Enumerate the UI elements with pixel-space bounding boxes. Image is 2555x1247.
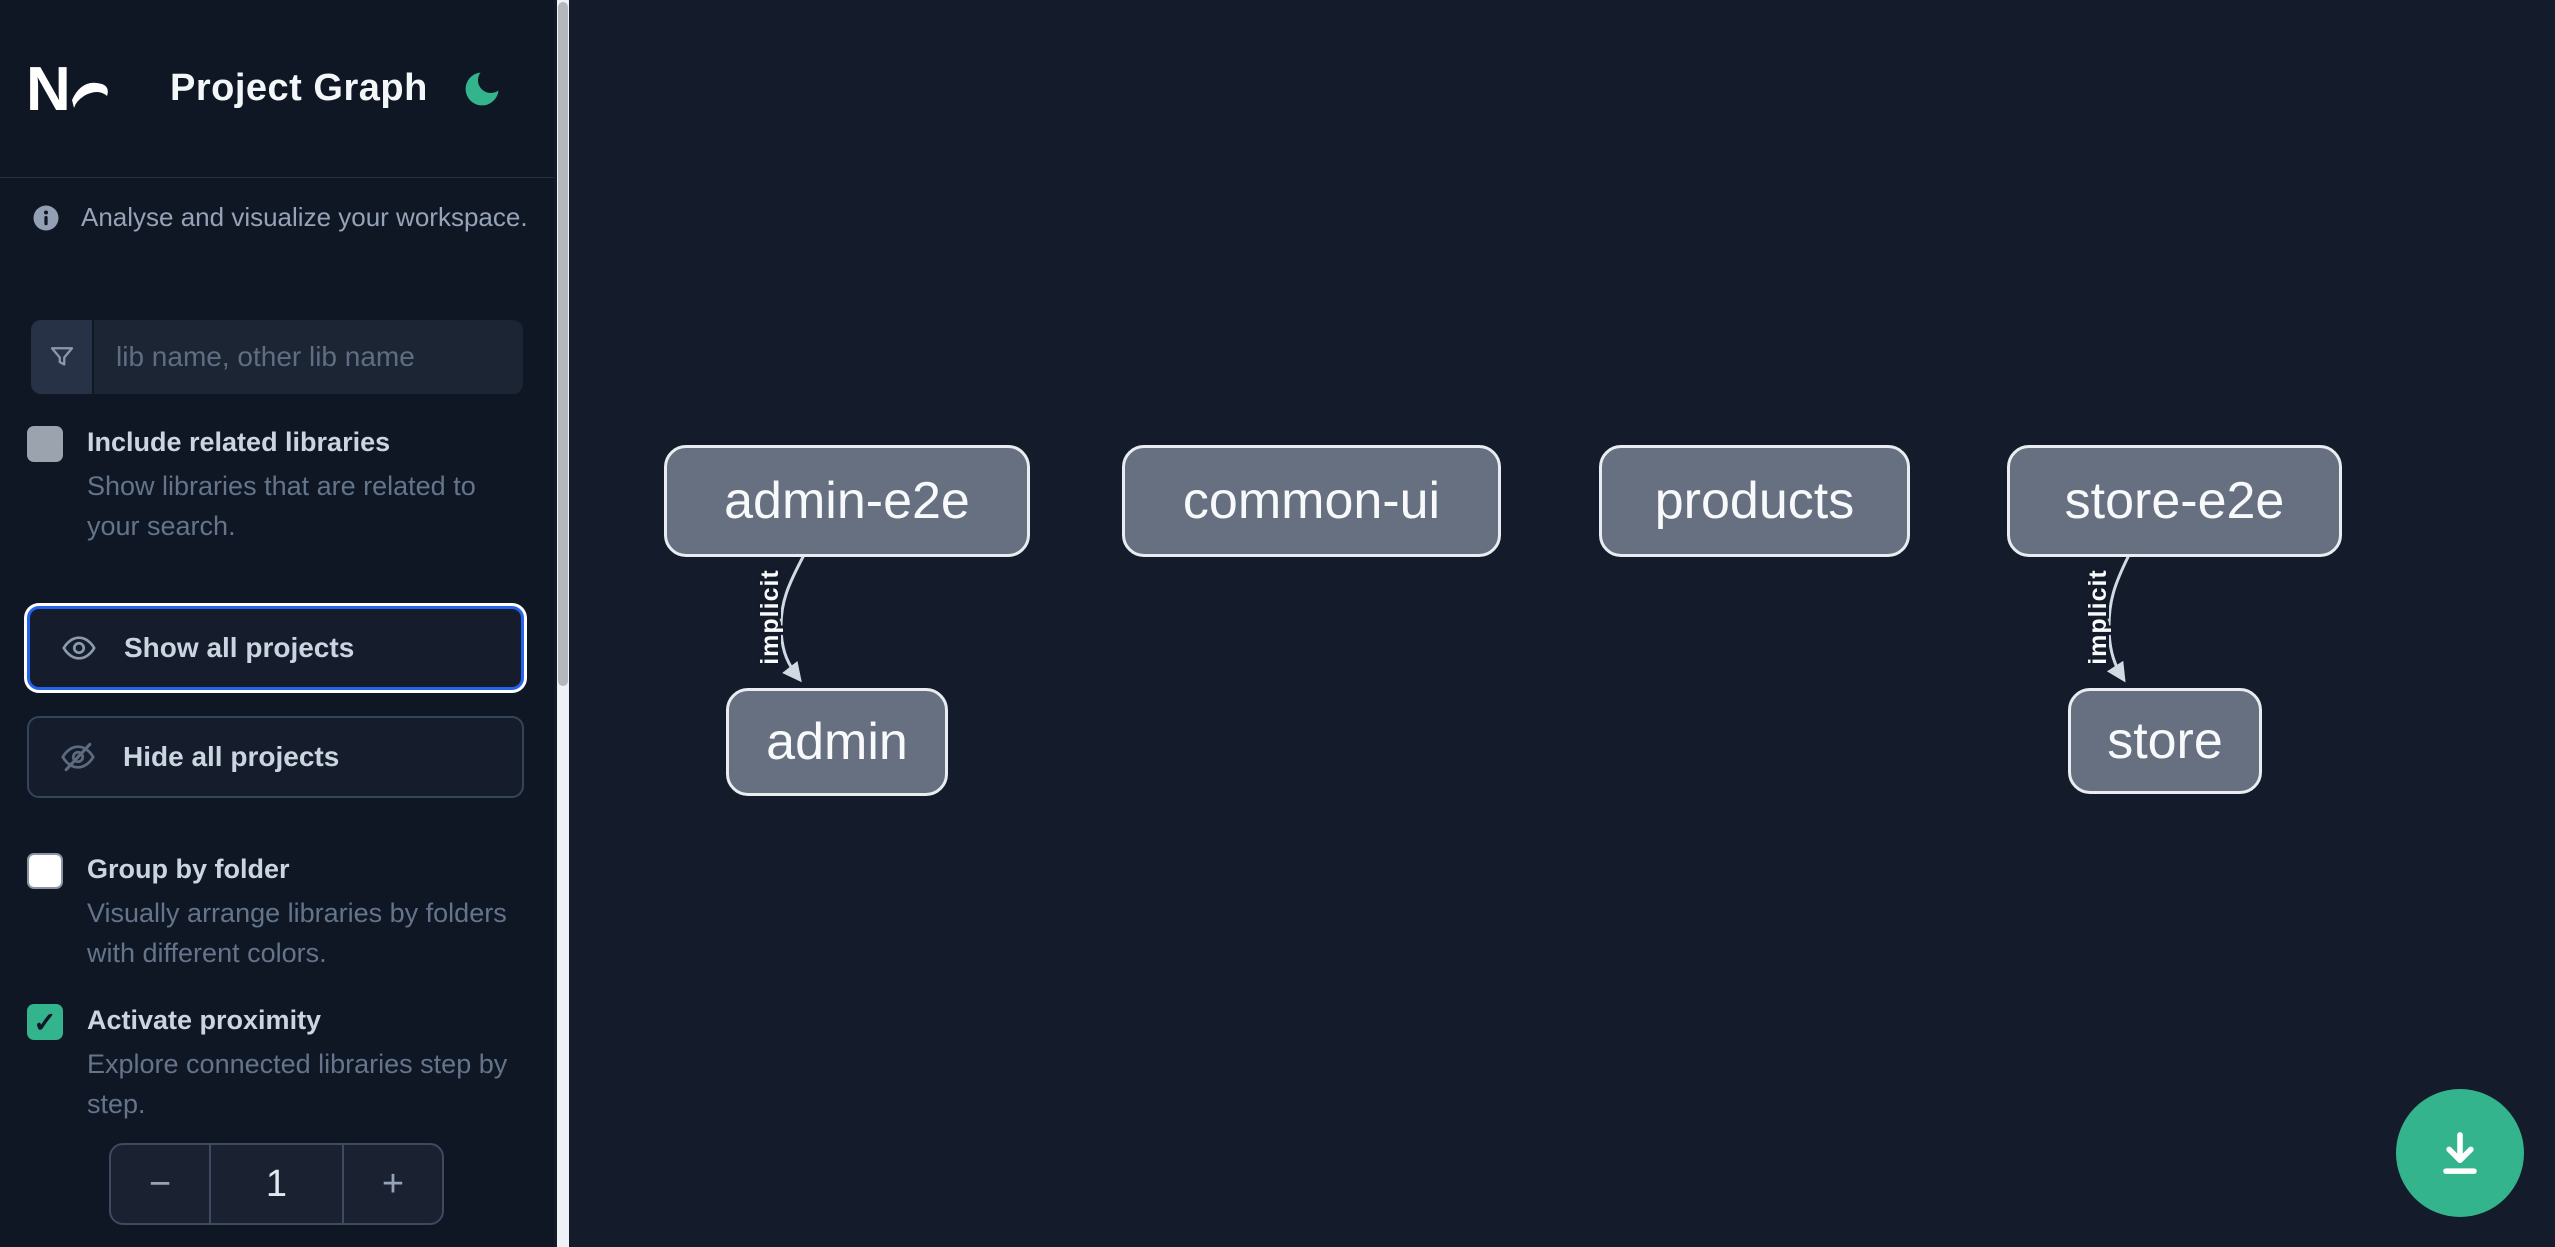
project-node-admin[interactable]: admin [726,688,948,796]
tagline-text: Analyse and visualize your workspace. [81,202,528,232]
activate-proximity-row: ✓ Activate proximity Explore connected l… [27,1002,527,1124]
sidebar-header: N Project Graph [0,0,554,178]
project-node-products[interactable]: products [1599,445,1910,557]
group-by-folder-label: Group by folder [87,854,290,884]
project-node-admin-e2e[interactable]: admin-e2e [664,445,1030,557]
activate-proximity-description: Explore connected libraries step by step… [87,1049,508,1119]
download-icon [2443,1132,2477,1174]
project-node-store[interactable]: store [2068,688,2262,794]
tagline-row: Analyse and visualize your workspace. [31,202,528,233]
activate-proximity-checkbox[interactable]: ✓ [27,1004,63,1040]
filter-icon-segment [31,320,94,394]
theme-toggle-button[interactable] [460,67,504,111]
group-by-folder-description: Visually arrange libraries by folders wi… [87,898,507,968]
search-input[interactable] [94,320,523,394]
page-title: Project Graph [170,67,428,109]
proximity-value[interactable]: 1 [209,1145,344,1223]
activate-proximity-label: Activate proximity [87,1005,322,1035]
include-related-description: Show libraries that are related to your … [87,471,476,541]
include-related-label: Include related libraries [87,427,391,457]
hide-all-projects-button[interactable]: Hide all projects [27,716,524,798]
search-box [31,320,523,394]
hide-all-projects-label: Hide all projects [123,741,340,772]
graph-canvas[interactable] [569,0,2555,1247]
show-all-projects-label: Show all projects [124,632,355,663]
funnel-icon [50,347,73,366]
nx-logo-icon: N [26,58,108,120]
download-graph-button[interactable] [2396,1089,2524,1217]
proximity-increase-button[interactable]: + [344,1145,442,1223]
sidebar-scrollbar-thumb[interactable] [558,2,568,686]
include-related-checkbox[interactable] [27,426,63,462]
sidebar: N Project Graph Analyse and visualize yo… [0,0,554,1247]
eye-icon [62,636,96,660]
include-related-row: Include related libraries Show libraries… [27,424,527,546]
group-by-folder-checkbox[interactable] [27,853,63,889]
show-all-projects-button[interactable]: Show all projects [27,606,524,690]
project-node-store-e2e[interactable]: store-e2e [2007,445,2342,557]
proximity-decrease-button[interactable]: − [111,1145,209,1223]
proximity-stepper: − 1 + [109,1143,444,1225]
group-by-folder-row: Group by folder Visually arrange librari… [27,851,527,973]
svg-text:N: N [26,58,67,120]
eye-off-icon [61,742,95,772]
moon-icon [465,72,499,105]
project-node-common-ui[interactable]: common-ui [1122,445,1501,557]
info-icon [33,205,59,230]
